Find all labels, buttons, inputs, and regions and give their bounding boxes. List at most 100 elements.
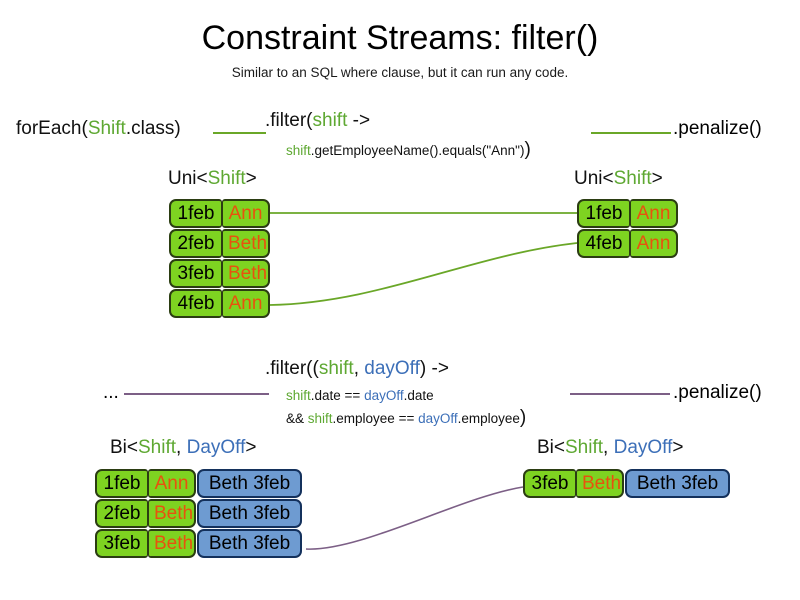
uni-connector-right [591,132,671,134]
cell-shift-date: 1feb [169,199,222,228]
bi-input-label: Bi<Shift, DayOff> [110,437,256,459]
cell-shift-employee: Beth [148,499,196,528]
cell-shift-date: 1feb [95,469,148,498]
bi-output-label-type-dayoff: DayOff [613,437,673,458]
bi-output-label-prefix: Bi< [537,437,565,458]
cell-shift-employee: Ann [148,469,196,498]
bi-penalize-call: .penalize() [673,382,762,403]
bi-input-label-type-dayoff: DayOff [186,437,246,458]
cell-shift-employee: Ann [222,199,270,228]
bi-filter-line3-close: ) [519,407,527,428]
bi-input-label-prefix: Bi< [110,437,138,458]
uni-input-label-suffix: > [245,168,257,189]
page-title: Constraint Streams: filter() [201,19,599,57]
bi-filter-head-param-dayoff: dayOff [364,358,420,379]
uni-output-label: Uni<Shift> [574,168,663,190]
uni-filter-head-arrow: -> [347,110,371,131]
cell-shift-date: 3feb [95,529,148,558]
bi-filter-head-param-shift: shift [318,358,354,379]
bi-filter-line3-dayoff: dayOff [418,411,458,426]
bi-filter-line3-shift: shift [307,411,333,426]
bi-input-label-suffix: > [245,437,257,458]
uni-output-label-prefix: Uni< [574,168,614,189]
cell-shift-date: 2feb [169,229,222,258]
uni-filter-head-param: shift [312,110,348,131]
bi-output-label-comma: , [603,437,614,458]
cell-dayoff: Beth 3feb [625,469,730,498]
bi-output-label: Bi<Shift, DayOff> [537,437,683,459]
uni-input-label: Uni<Shift> [168,168,257,190]
cell-shift-date: 3feb [523,469,576,498]
bi-filter-line2-mid: .date == [310,388,365,403]
uni-filter-body-param: shift [286,143,311,158]
bi-connector-right [570,393,670,395]
uni-filter-body-close: ) [524,139,531,160]
bi-output-label-suffix: > [672,437,684,458]
bi-input-label-comma: , [176,437,187,458]
uni-output-label-suffix: > [651,168,663,189]
cell-shift-employee: Beth [576,469,624,498]
uni-foreach-call: forEach(Shift.class) [16,118,181,140]
bi-input-label-type-shift: Shift [138,437,177,458]
bi-link-3feb [305,486,524,550]
cell-shift-date: 1feb [577,199,630,228]
uni-filter-body: shift.getEmployeeName().equals("Ann")) [286,139,531,161]
cell-shift-employee: Beth [222,229,270,258]
cell-shift-employee: Ann [630,199,678,228]
uni-connector-left [213,132,266,134]
cell-shift-employee: Beth [148,529,196,558]
bi-filter-head-comma: , [353,358,365,379]
uni-link-4feb [269,242,578,306]
cell-dayoff: Beth 3feb [197,469,302,498]
bi-filter-head-arrow: ) -> [419,358,449,379]
bi-filter-line2: shift.date == dayOff.date [286,386,434,405]
bi-filter-head-prefix: .filter(( [265,358,319,379]
cell-shift-date: 4feb [577,229,630,258]
bi-output-label-type-shift: Shift [565,437,604,458]
bi-filter-line3-mid: .employee == [332,411,419,426]
cell-shift-date: 2feb [95,499,148,528]
uni-input-label-prefix: Uni< [168,168,208,189]
uni-foreach-type: Shift [87,118,126,139]
uni-input-label-type: Shift [207,168,246,189]
cell-shift-employee: Ann [630,229,678,258]
uni-foreach-suffix: .class) [125,118,181,139]
bi-filter-line2-end: .date [403,388,434,403]
bi-filter-line3: && shift.employee == dayOff.employee) [286,407,526,429]
cell-shift-date: 3feb [169,259,222,288]
bi-filter-line2-dayoff: dayOff [364,388,404,403]
bi-filter-line3-end: .employee [457,411,520,426]
cell-dayoff: Beth 3feb [197,529,302,558]
cell-shift-date: 4feb [169,289,222,318]
cell-shift-employee: Beth [222,259,270,288]
cell-shift-employee: Ann [222,289,270,318]
cell-dayoff: Beth 3feb [197,499,302,528]
uni-output-label-type: Shift [613,168,652,189]
bi-connector-left [124,393,269,395]
uni-filter-body-rest: .getEmployeeName().equals("Ann") [310,143,525,158]
bi-filter-head: .filter((shift, dayOff) -> [265,358,449,380]
uni-filter-head-prefix: .filter( [265,110,313,131]
bi-filter-line3-prefix: && [286,411,308,426]
bi-filter-line2-shift: shift [286,388,311,403]
bi-source-ellipsis: ... [103,382,119,403]
page-subtitle: Similar to an SQL where clause, but it c… [231,65,569,80]
uni-penalize-call: .penalize() [673,118,762,139]
uni-foreach-prefix: forEach( [16,118,88,139]
